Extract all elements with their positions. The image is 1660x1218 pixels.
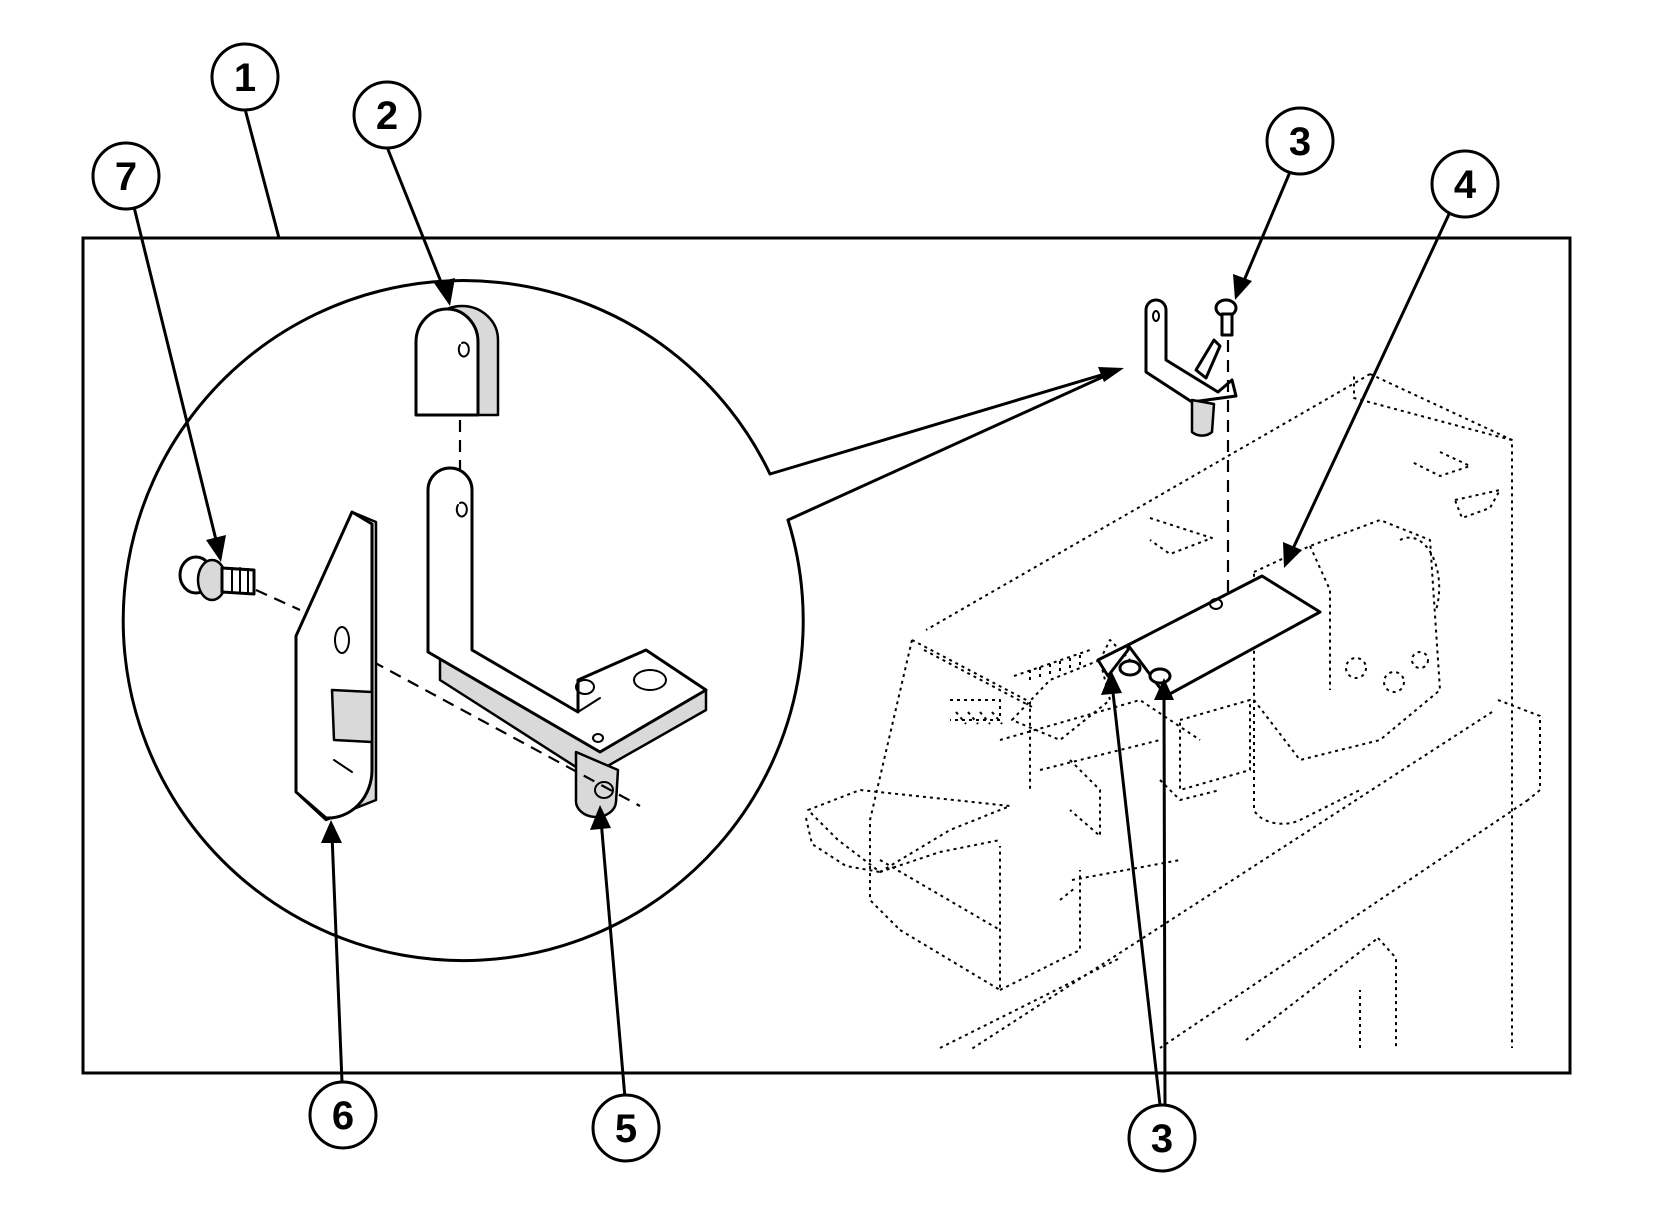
callout-5: 5: [591, 1093, 661, 1163]
part-3-screws-bottom: [1118, 659, 1172, 685]
assembly-line-5: [354, 651, 641, 807]
callout-4: 4: [1430, 149, 1500, 219]
callout-label: 1: [234, 56, 256, 100]
detail-frame: [81, 236, 1572, 1075]
zoom-leader-upper: [768, 368, 1120, 476]
part-7-screw: [178, 555, 256, 602]
zoom-arrowhead: [1098, 367, 1124, 382]
callout-circle: [352, 80, 422, 150]
callout-circle: [308, 1080, 378, 1150]
callout-circle: [1430, 149, 1500, 219]
machine-housing: [805, 373, 1541, 1051]
part-2-cap: [414, 304, 500, 417]
callout-label: 2: [376, 94, 398, 138]
callout-6: 6: [308, 1080, 378, 1150]
callout-label: 3: [1289, 120, 1311, 164]
callout-3-top: 3: [1265, 106, 1335, 176]
callout-circle: [210, 42, 280, 112]
part-4-cover: [1096, 574, 1322, 698]
part-6-plate: [294, 510, 378, 822]
callout-circle: [591, 1093, 661, 1163]
magnified-detail-view: [121, 279, 1124, 962]
callout-3-bottom: 3: [1127, 1103, 1197, 1173]
leader-lines: [132, 107, 1452, 1107]
small-bracket-assembly: [1144, 298, 1238, 437]
callout-7: 7: [91, 141, 161, 211]
part-3-screw-top: [1214, 298, 1238, 337]
callout-label: 3: [1151, 1117, 1173, 1161]
assembly-line-7: [255, 588, 301, 612]
callout-label: 6: [332, 1094, 354, 1138]
callout-label: 7: [115, 155, 137, 199]
callout-2: 2: [352, 80, 422, 150]
callout-label: 4: [1454, 163, 1477, 207]
callout-circle: [1265, 106, 1335, 176]
callout-circle: [91, 141, 161, 211]
callout-circle: [1127, 1103, 1197, 1173]
callout-label: 5: [615, 1107, 637, 1151]
part-5-bracket: [426, 466, 708, 819]
callout-1: 1: [210, 42, 280, 112]
zoom-leader-lower: [786, 368, 1120, 522]
